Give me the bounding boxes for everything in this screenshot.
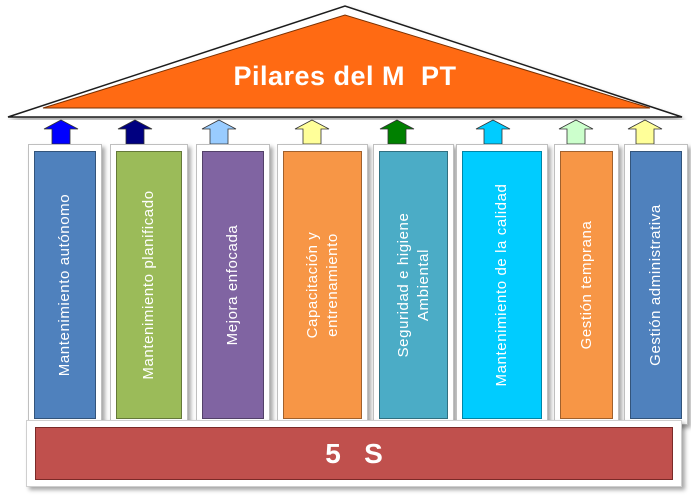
pillar-label: Capacitación y entrenamiento: [303, 231, 341, 339]
pillar-block: Mantenimiento de la calidad: [462, 151, 542, 419]
pillar-label: Mantenimiento planificado: [140, 190, 157, 380]
pillar-mantenimiento-autonomo: Mantenimiento autónomo: [28, 144, 102, 425]
up-arrow-icon: [379, 119, 415, 145]
up-arrow-icon: [558, 119, 594, 145]
pillar-seguridad-e-higiene-ambiental: Seguridad e higiene Ambiental: [373, 144, 454, 425]
base-label: 5 S: [325, 437, 383, 469]
roof-title: Pilares del M PT: [233, 60, 457, 91]
up-arrow-icon: [294, 119, 330, 145]
base: 5 S: [26, 420, 682, 487]
pillar-capacitacion-y-entrenamiento: Capacitación y entrenamiento: [277, 144, 368, 425]
pillar-label: Gestión administrativa: [647, 204, 664, 366]
pillar-gestion-temprana: Gestión temprana: [554, 144, 619, 425]
pillar-block: Gestión temprana: [560, 151, 613, 419]
pillar-block: Mejora enfocada: [202, 151, 264, 419]
up-arrow-icon: [201, 119, 237, 145]
roof: [7, 5, 683, 118]
pillar-block: Mantenimiento autónomo: [34, 151, 96, 419]
up-arrow-icon: [43, 119, 79, 145]
up-arrow-icon: [475, 119, 511, 145]
pillar-block: Gestión administrativa: [630, 151, 682, 419]
pillar-label: Gestión temprana: [577, 220, 595, 350]
pillar-gestion-administrativa: Gestión administrativa: [624, 144, 688, 425]
pillar-label: Seguridad e higiene Ambiental: [394, 212, 432, 358]
up-arrow-icon: [117, 119, 153, 145]
pillar-label: Mantenimiento de la calidad: [493, 183, 510, 387]
pillar-mantenimiento-de-la-calidad: Mantenimiento de la calidad: [456, 144, 548, 425]
pillar-mejora-enfocada: Mejora enfocada: [196, 144, 270, 425]
pillar-label: Mejora enfocada: [224, 224, 241, 346]
pillar-block: Seguridad e higiene Ambiental: [379, 151, 448, 419]
base-block: 5 S: [35, 427, 673, 480]
pillar-block: Capacitación y entrenamiento: [283, 151, 362, 419]
pillar-label: Mantenimiento autónomo: [56, 193, 73, 377]
up-arrow-icon: [627, 119, 663, 145]
roof-fill: [42, 14, 651, 109]
pillar-block: Mantenimiento planificado: [116, 151, 182, 419]
pillar-mantenimiento-planificado: Mantenimiento planificado: [110, 144, 188, 425]
